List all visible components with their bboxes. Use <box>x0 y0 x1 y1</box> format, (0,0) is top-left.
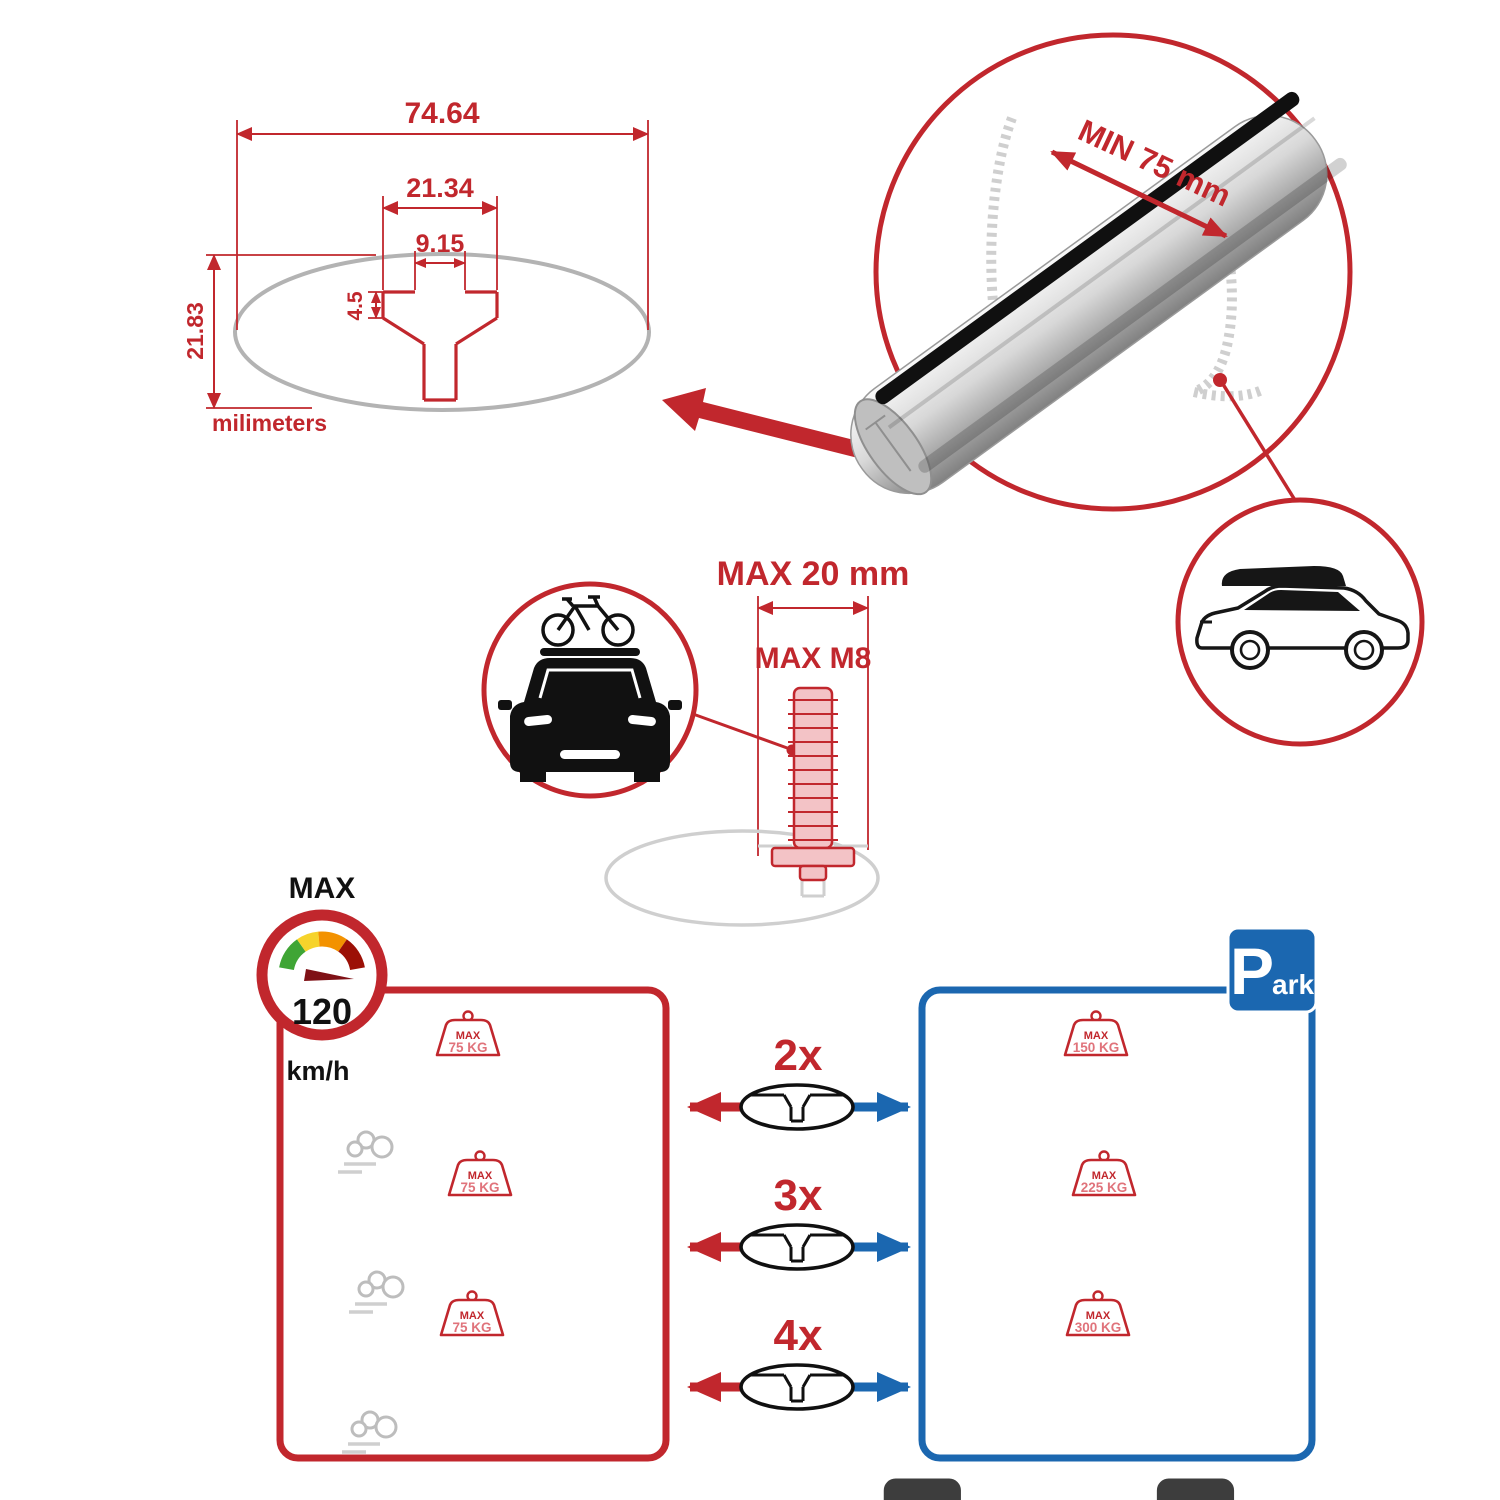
speed-limit-gauge: MAX 120 km/h <box>256 872 388 1086</box>
callout-line <box>1219 380 1300 506</box>
cross-section-drawing: 74.64 21.34 9.15 4.5 21.83 milimeters <box>182 97 651 436</box>
load-tag-max: MAX <box>468 1170 493 1182</box>
speed-units: km/h <box>286 1056 349 1086</box>
t-slot-profile <box>381 290 499 402</box>
ghost-cross-section <box>604 829 880 927</box>
suv-with-roofbox-icon <box>1195 566 1410 670</box>
load-tag: MAX 75 KG <box>447 1150 513 1197</box>
gauge-needle <box>304 969 354 981</box>
parked-box <box>918 986 1316 1462</box>
bolt-extension-lines <box>757 596 869 856</box>
bar-count-label: 2x <box>774 1031 823 1080</box>
load-tag-max: MAX <box>456 1030 481 1042</box>
load-matrix-section: MAX 120 km/h P ark <box>256 872 1500 1500</box>
parking-sign-letter: P <box>1230 934 1274 1008</box>
bar-render-detail: MIN 75 mm <box>850 32 1353 512</box>
bar-count-label: 4x <box>774 1311 823 1360</box>
dim-width-label: 74.64 <box>404 97 479 130</box>
dim-height-label: 21.83 <box>182 302 208 360</box>
bolt-max-length-label: MAX 20 mm <box>717 555 910 593</box>
load-tag-max: MAX <box>460 1310 485 1322</box>
bolt-thread-label: MAX M8 <box>755 642 872 675</box>
dimension-lines <box>207 127 649 409</box>
load-tag-max: MAX <box>1086 1310 1111 1322</box>
min-span-arrow <box>1050 149 1228 239</box>
parking-sign-tile <box>1226 926 1318 1014</box>
dim-lip-label: 4.5 <box>344 291 367 321</box>
units-label: milimeters <box>212 410 327 436</box>
speed-max-label: MAX <box>289 872 356 905</box>
load-tag-value: 75 KG <box>448 1040 487 1055</box>
suv-roofbox-detail <box>1175 497 1425 747</box>
crossbar-section-icon <box>739 1363 855 1411</box>
dim-slot-inner-label: 9.15 <box>416 230 465 258</box>
driving-box <box>276 986 670 1462</box>
bar-count-rows: 2x 3x 4x <box>687 1031 911 1411</box>
load-tag-value: 225 KG <box>1081 1180 1128 1195</box>
bar-count-label: 3x <box>774 1171 823 1220</box>
pointer-arrow <box>662 388 862 458</box>
roof-box-icon <box>1221 566 1346 586</box>
bolt-callout-line <box>692 712 791 751</box>
t-bolt-icon <box>770 686 856 882</box>
load-tag-max: MAX <box>1084 1030 1109 1042</box>
speed-value: 120 <box>292 991 352 1032</box>
load-tag: MAX 225 KG <box>1071 1150 1137 1197</box>
load-tag: MAX 150 KG <box>1063 1010 1129 1057</box>
parking-sign: P ark <box>1226 926 1318 1014</box>
car-front-with-bike-icon <box>498 595 682 782</box>
load-tag-value: 75 KG <box>452 1320 491 1335</box>
crossbar-section-icon <box>739 1083 855 1131</box>
load-tag: MAX 75 KG <box>439 1290 505 1337</box>
load-tag-value: 150 KG <box>1073 1040 1120 1055</box>
bike-icon <box>541 595 635 647</box>
bolt-section: MAX 20 mm MAX M8 <box>481 555 910 927</box>
load-tag-value: 75 KG <box>460 1180 499 1195</box>
crossbar-section-icon <box>739 1223 855 1271</box>
bar-cross-section-ellipse <box>233 252 651 412</box>
load-tag-value: 300 KG <box>1075 1320 1122 1335</box>
load-tag: MAX 300 KG <box>1065 1290 1131 1337</box>
load-tag-max: MAX <box>1092 1170 1117 1182</box>
dim-slot-outer-label: 21.34 <box>406 173 474 203</box>
load-tag: MAX 75 KG <box>435 1010 501 1057</box>
parking-sign-suffix: ark <box>1272 969 1314 1000</box>
gauge-arcs <box>279 931 365 971</box>
driving-car-icon <box>474 1478 1500 1500</box>
